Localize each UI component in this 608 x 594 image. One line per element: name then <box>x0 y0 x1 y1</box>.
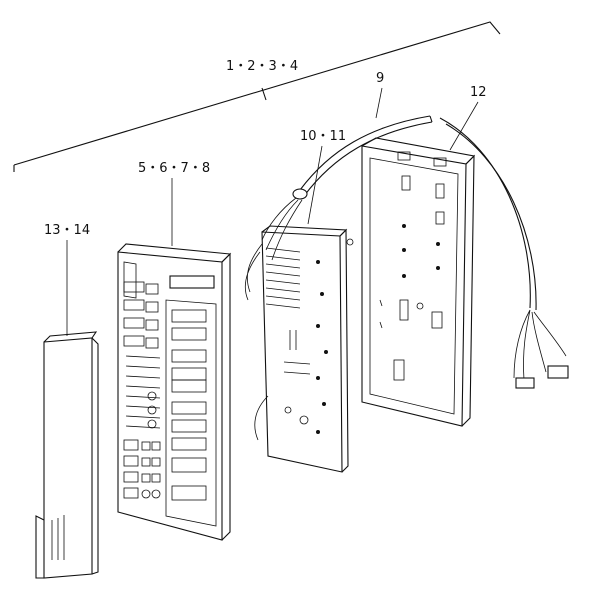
callout-side-cover: 13・14 <box>44 223 90 238</box>
assembly-bracket <box>13 21 501 172</box>
circuit-board <box>244 225 354 473</box>
keypad-right <box>165 299 217 527</box>
callout-rear-case: 12 <box>470 85 487 100</box>
rear-case <box>361 137 476 427</box>
front-panel <box>117 243 232 541</box>
leader-rear-case <box>449 101 479 151</box>
leader-wire-harness <box>375 87 383 119</box>
harness-connector-left <box>515 377 535 389</box>
callout-wire-harness: 9 <box>376 71 384 86</box>
board-components <box>283 260 328 434</box>
callout-circuit-board: 10・11 <box>300 129 346 144</box>
side-cover <box>35 331 99 579</box>
callout-front-panel: 5・6・7・8 <box>138 161 210 176</box>
display-window <box>169 275 215 289</box>
callout-assembly: 1・2・3・4 <box>226 59 298 74</box>
wire-harness <box>261 115 569 389</box>
keypad-left <box>123 281 161 499</box>
screw <box>346 238 354 246</box>
leader-circuit-board <box>307 145 323 225</box>
harness-connector-right <box>547 365 569 379</box>
